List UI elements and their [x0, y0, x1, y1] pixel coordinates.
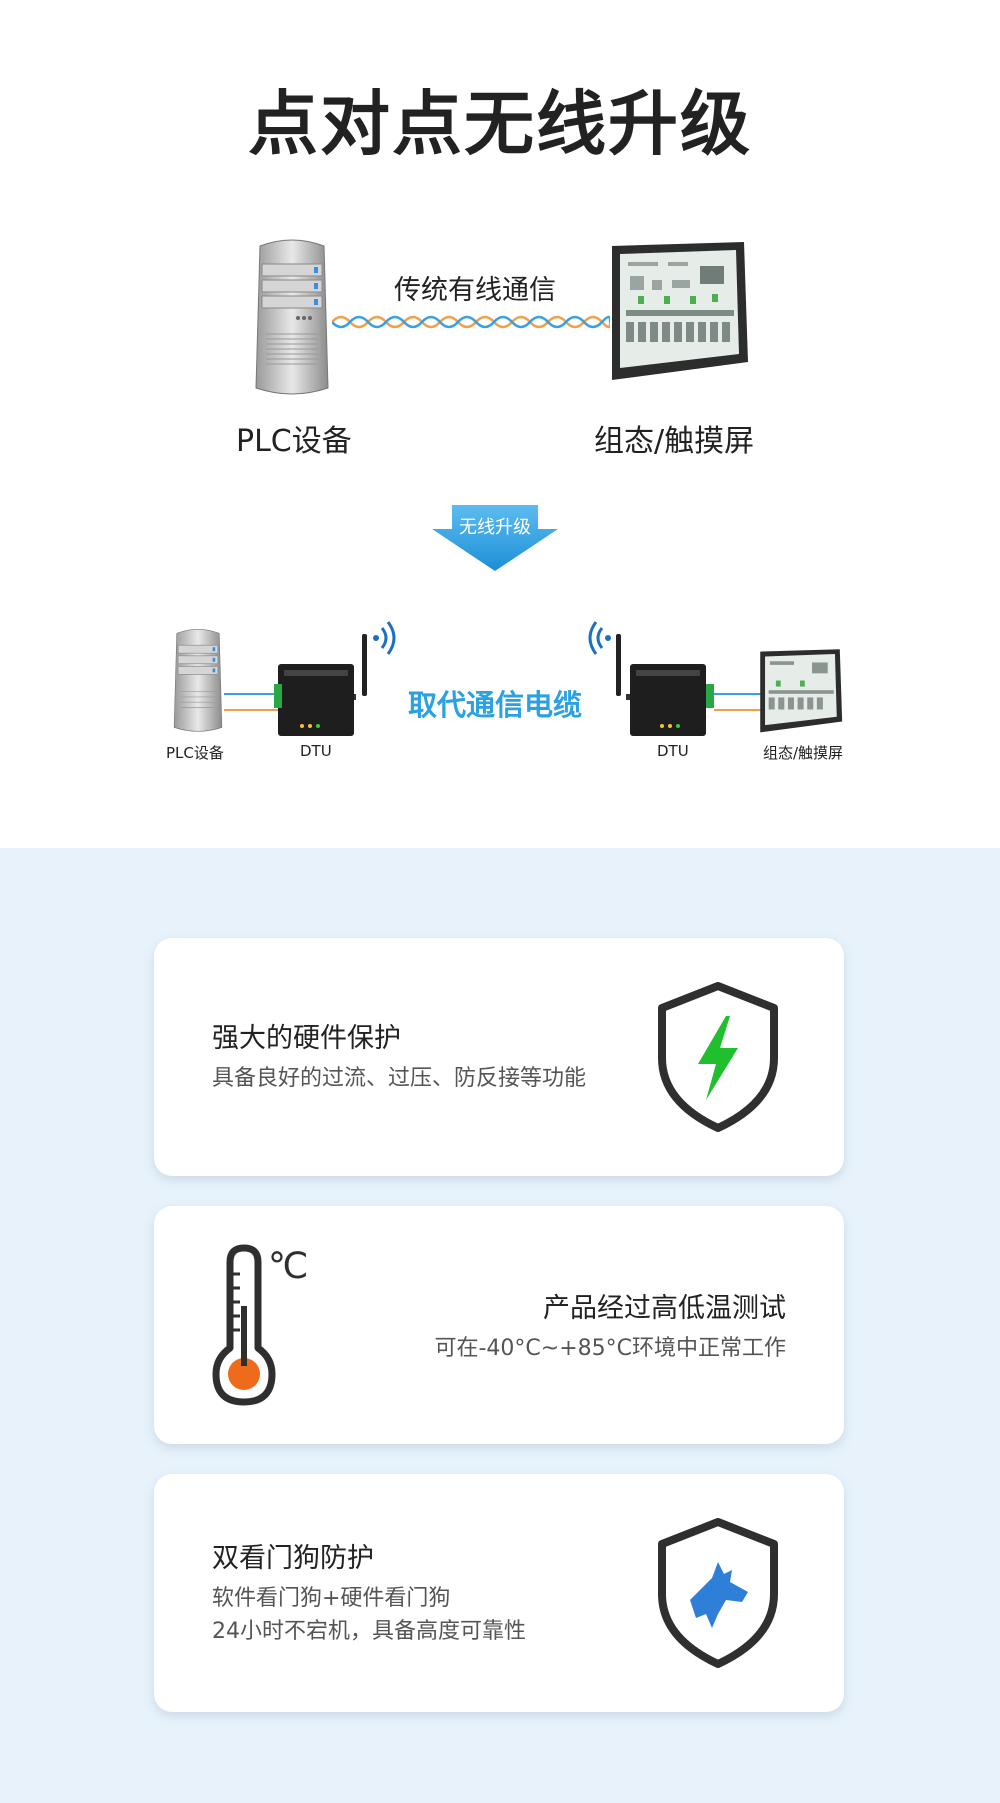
screen-small-label: 组态/触摸屏 [763, 744, 844, 762]
dtu-left-label: DTU [300, 742, 332, 760]
svg-text:℃: ℃ [268, 1246, 308, 1287]
page-title: 点对点无线升级 [248, 83, 752, 165]
feature-card-hardware-protection: 强大的硬件保护 具备良好的过流、过压、防反接等功能 [154, 938, 844, 1176]
feature-desc-line-2: 24小时不宕机，具备高度可靠性 [212, 1619, 526, 1644]
feature-card-watchdog: 双看门狗防护 软件看门狗+硬件看门狗 24小时不宕机，具备高度可靠性 [154, 1474, 844, 1712]
wireless-upgrade-arrow: 无线升级 [432, 505, 558, 571]
twisted-cable-icon [332, 315, 610, 329]
arrow-down-icon [432, 505, 558, 571]
plc-small-label: PLC设备 [166, 744, 224, 762]
left-cables-icon [224, 693, 280, 711]
arrow-label: 无线升级 [459, 517, 531, 538]
shield-dog-icon [658, 1518, 778, 1668]
right-cables-icon [714, 693, 762, 711]
plc-server-icon [255, 239, 329, 395]
plc-label: PLC设备 [236, 424, 352, 459]
feature-desc-line-1: 软件看门狗+硬件看门狗 [212, 1586, 451, 1611]
dtu-right-label: DTU [657, 742, 689, 760]
replace-cable-label: 取代通信电缆 [407, 688, 582, 722]
screen-label: 组态/触摸屏 [594, 424, 755, 459]
shield-lightning-icon [658, 982, 778, 1132]
plc-server-small-icon [173, 628, 223, 732]
touch-screen-small-icon [760, 649, 843, 733]
feature-title: 产品经过高低温测试 [543, 1293, 786, 1324]
wifi-left-icon [373, 621, 396, 655]
feature-title: 双看门狗防护 [212, 1543, 374, 1574]
dtu-right-icon [616, 634, 714, 736]
wifi-right-icon [588, 621, 611, 655]
feature-card-temperature-test: ℃ 产品经过高低温测试 可在-40°C~+85°C环境中正常工作 [154, 1206, 844, 1444]
wired-comm-label: 传统有线通信 [394, 275, 556, 306]
feature-desc: 可在-40°C~+85°C环境中正常工作 [434, 1336, 786, 1361]
feature-desc: 具备良好的过流、过压、防反接等功能 [212, 1066, 587, 1091]
touch-screen-icon [612, 242, 748, 380]
dtu-left-icon [274, 634, 367, 736]
top-section: 点对点无线升级 传统有线通信 [0, 0, 1000, 848]
thermometer-icon: ℃ [212, 1244, 308, 1406]
features-section: 强大的硬件保护 具备良好的过流、过压、防反接等功能 ℃ 产品经过高低温测试 可在… [0, 848, 1000, 1803]
feature-title: 强大的硬件保护 [212, 1023, 401, 1054]
